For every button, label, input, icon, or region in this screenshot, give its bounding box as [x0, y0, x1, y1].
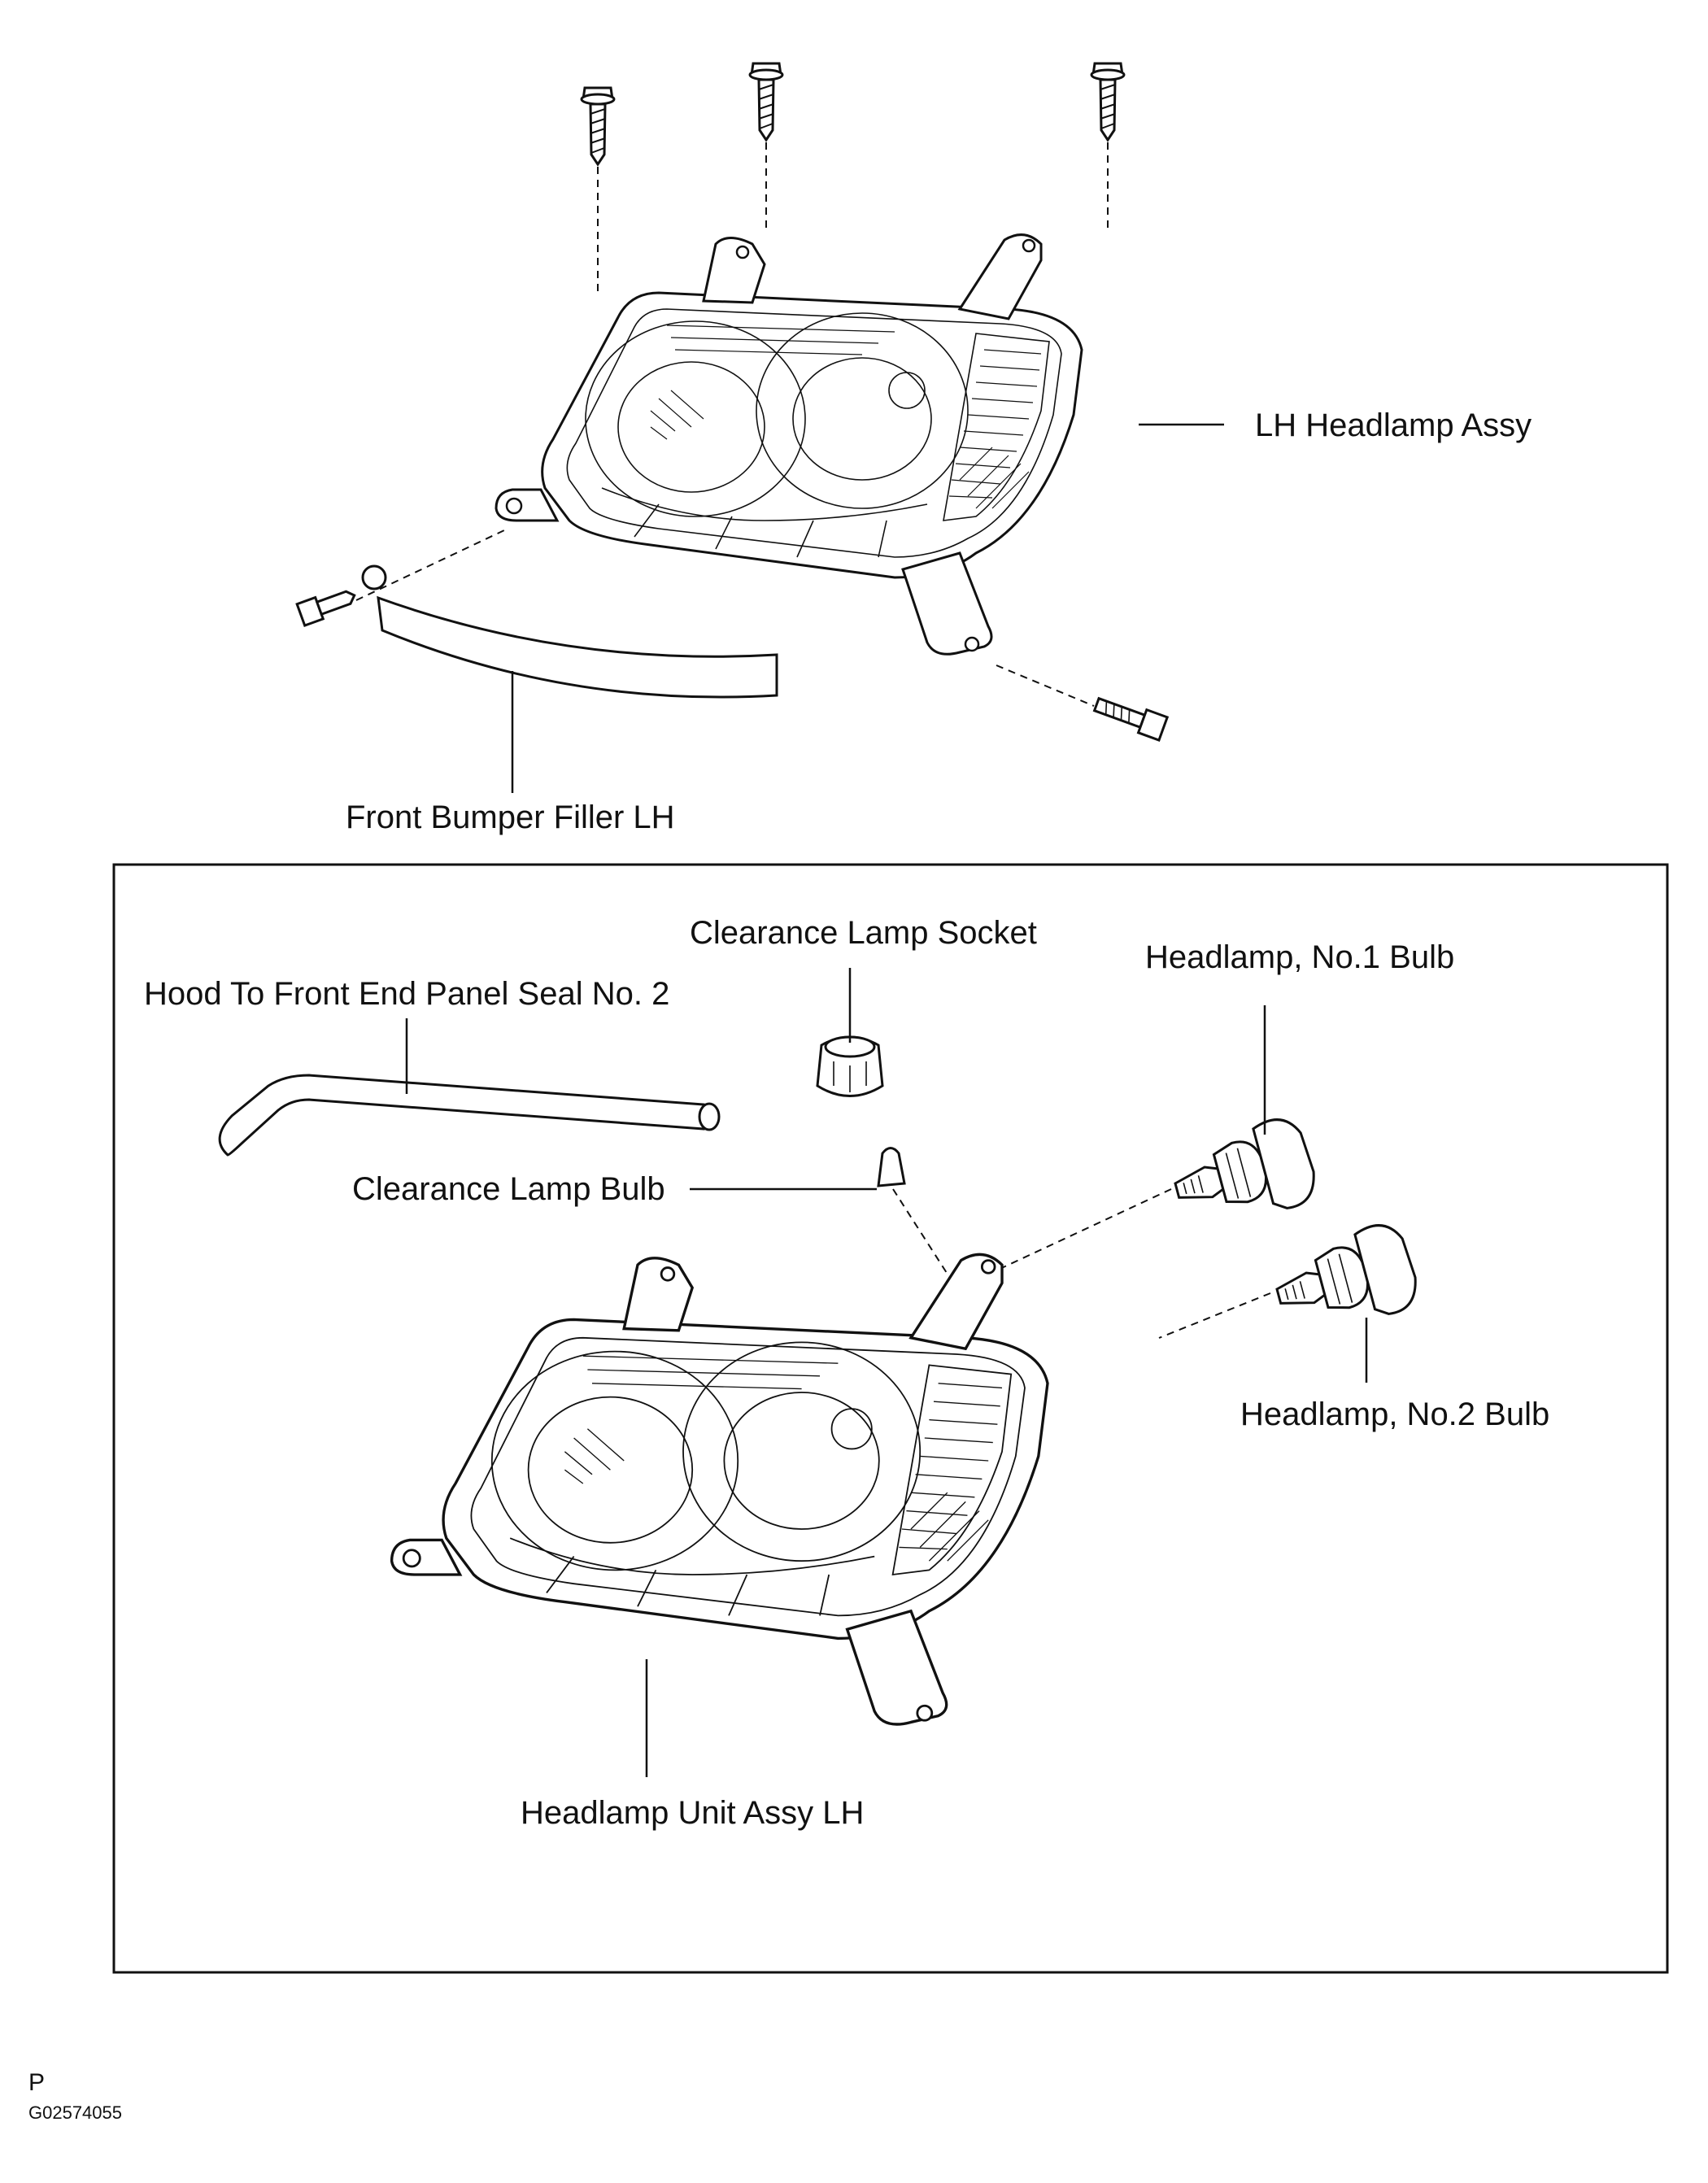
- figure-code: G02574055: [28, 2102, 122, 2123]
- bolt-top-right: [1090, 62, 1126, 142]
- label-front-bumper-filler: Front Bumper Filler LH: [346, 800, 675, 835]
- lh-headlamp-assy: [495, 233, 1083, 656]
- front-bumper-filler: [361, 564, 778, 699]
- label-headlamp-unit-assy: Headlamp Unit Assy LH: [521, 1795, 864, 1831]
- label-lh-headlamp-assy: LH Headlamp Assy: [1255, 407, 1532, 443]
- clearance-lamp-socket: [816, 1035, 884, 1097]
- hood-seal: [218, 1074, 721, 1157]
- headlamp-no2-bulb: [1266, 1218, 1424, 1342]
- headlamp-no1-bulb: [1164, 1112, 1322, 1236]
- bolt-side-left: [295, 590, 356, 628]
- headlamp-unit-assy: [390, 1253, 1049, 1726]
- bolt-side-right: [1092, 696, 1170, 742]
- label-clearance-lamp-bulb: Clearance Lamp Bulb: [352, 1171, 665, 1207]
- bolt-top-left: [580, 86, 616, 166]
- top-assembly: LH Headlamp Assy Front Bumper Filler LH: [295, 62, 1532, 835]
- label-headlamp-no2-bulb: Headlamp, No.2 Bulb: [1240, 1397, 1549, 1432]
- footer-letter: P: [28, 2069, 45, 2096]
- detail-frame: Clearance Lamp Socket Headlamp, No.1 Bul…: [112, 863, 1669, 1974]
- clearance-lamp-bulb: [877, 1147, 906, 1187]
- label-hood-seal: Hood To Front End Panel Seal No. 2: [144, 976, 669, 1012]
- label-clearance-lamp-socket: Clearance Lamp Socket: [690, 915, 1037, 951]
- bolt-top-mid: [748, 62, 784, 142]
- label-headlamp-no1-bulb: Headlamp, No.1 Bulb: [1145, 939, 1454, 975]
